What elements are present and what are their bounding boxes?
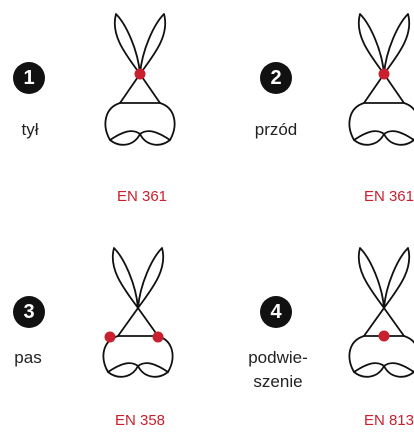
attachment-point-belt-right xyxy=(152,331,164,343)
number-badge-4: 4 xyxy=(260,296,292,328)
item-label-suspension: podwie- szenie xyxy=(248,348,308,391)
attachment-point-sternal xyxy=(378,68,390,80)
number-badge-1: 1 xyxy=(13,62,45,94)
standard-label-2: EN 361 xyxy=(363,188,414,205)
standard-label-1: EN 361 xyxy=(116,188,168,205)
attachment-point-belt-left xyxy=(104,331,116,343)
standard-label-3: EN 358 xyxy=(114,412,166,429)
standard-label-4: EN 813 xyxy=(363,412,414,429)
attachment-point-ventral xyxy=(378,330,390,342)
harness-diagram-back xyxy=(104,13,176,146)
number-badge-3: 3 xyxy=(13,296,45,328)
harness-diagram-belt xyxy=(102,247,174,378)
attachment-point-dorsal xyxy=(134,68,146,80)
item-label-belt: pas xyxy=(14,348,42,367)
item-label-front: przód xyxy=(254,120,298,139)
harness-diagram-front xyxy=(348,13,414,146)
harness-diagram-suspension xyxy=(348,247,414,378)
number-badge-2: 2 xyxy=(260,62,292,94)
item-label-back: tył xyxy=(21,120,39,139)
